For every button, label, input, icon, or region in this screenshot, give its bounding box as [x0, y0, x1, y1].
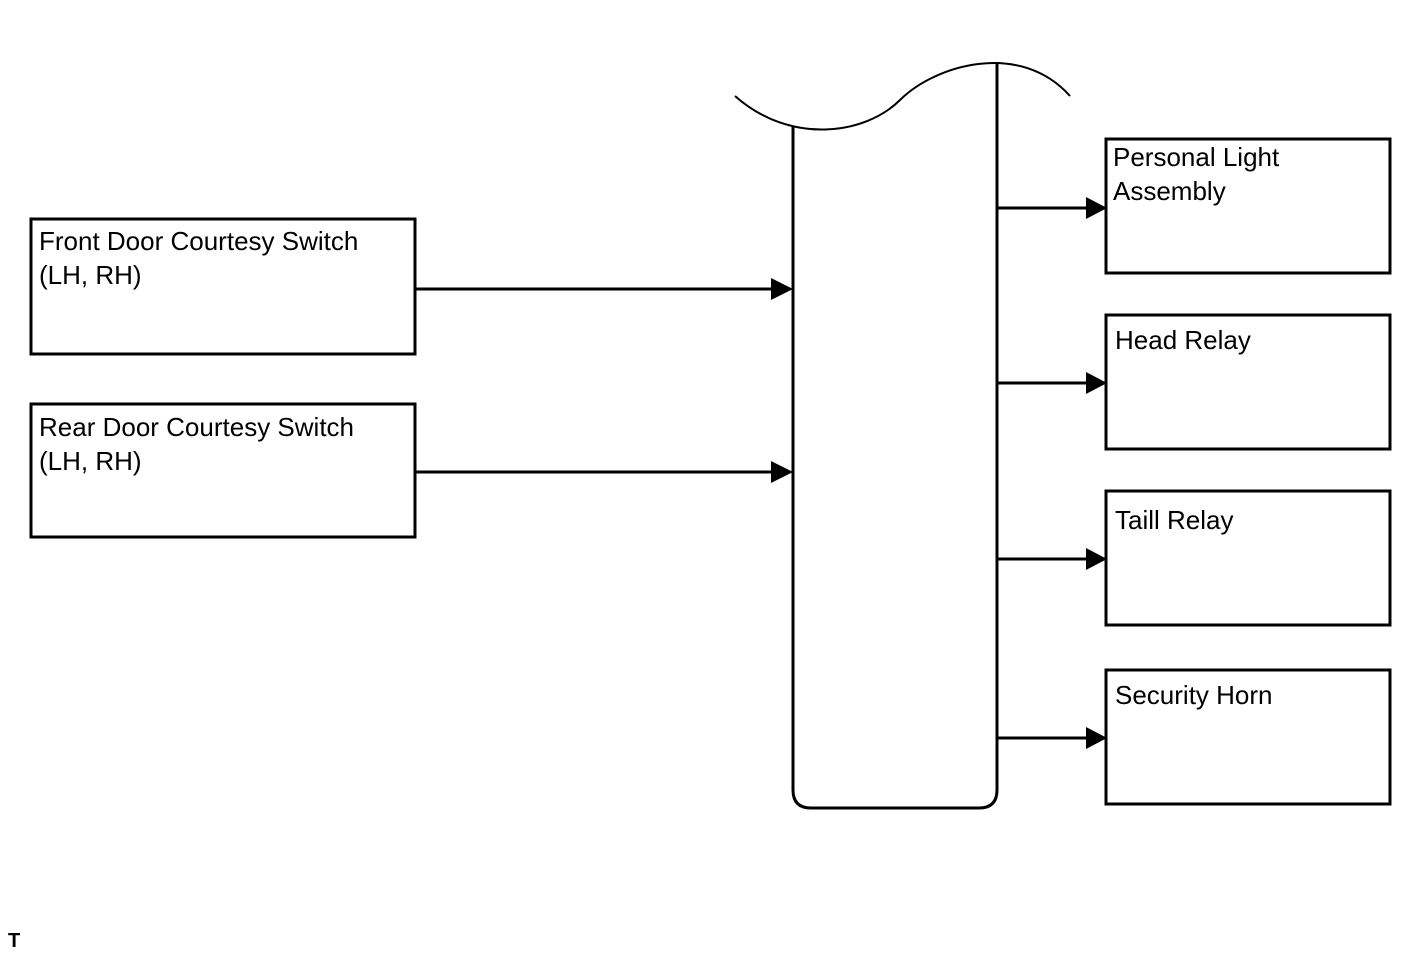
output-box-taill-relay [1104, 489, 1392, 627]
output-box-security-horn [1104, 668, 1392, 806]
output-box-personal-light [1104, 137, 1392, 275]
output-label-taill-relay: Taill Relay [1115, 505, 1234, 535]
arrow-rear-door-head [771, 461, 793, 483]
central-ecu-block [791, 62, 999, 810]
input-label-front-door: Front Door Courtesy Switch (LH, RH) [39, 226, 359, 290]
arrow-personal-light-head [1086, 197, 1107, 219]
arrow-taill-relay-head [1086, 548, 1107, 570]
output-label-head-relay: Head Relay [1115, 325, 1251, 355]
arrow-front-door-head [771, 278, 793, 300]
output-label-security-horn: Security Horn [1115, 680, 1273, 710]
input-label-rear-door: Rear Door Courtesy Switch (LH, RH) [39, 412, 354, 476]
footer-mark: T [8, 930, 21, 952]
output-box-head-relay [1104, 313, 1392, 451]
output-label-personal-light: Personal Light Assembly [1113, 142, 1280, 206]
arrow-head-relay-head [1086, 372, 1107, 394]
break-line [734, 62, 1071, 131]
arrow-security-horn-head [1086, 727, 1107, 749]
input-box-front-door [29, 217, 417, 356]
